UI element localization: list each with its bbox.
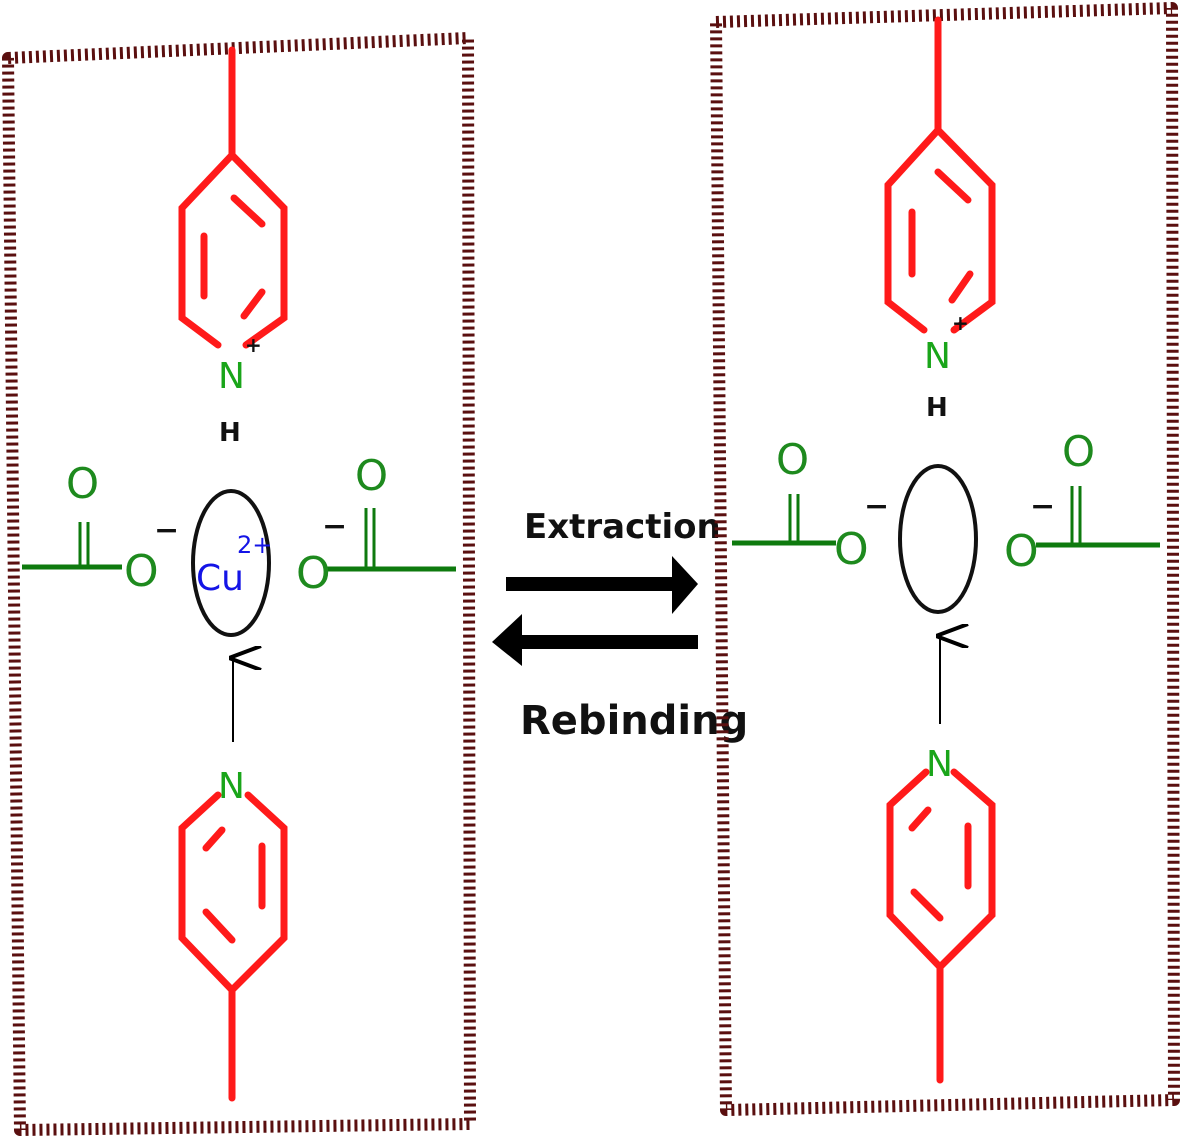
rebinding-label: Rebinding — [520, 698, 748, 744]
copper-charge-label: 2+ — [237, 531, 272, 559]
carboxylate-oxygen-right-left: O — [296, 548, 331, 599]
carbonyl-oxygen-left-left: O — [66, 459, 99, 508]
carboxylate-left-left — [22, 522, 122, 570]
nitrogen-top-right: N — [924, 336, 951, 377]
hydrogen-top-left: H — [219, 418, 241, 448]
copper-ion-label: Cu — [196, 558, 244, 599]
nitrogen-bottom-right: N — [926, 744, 953, 785]
charge-plus-top-left: + — [245, 333, 262, 357]
carboxylate-oxygen-right-right: O — [1004, 526, 1039, 577]
carboxylate-charge-right-left: − — [322, 509, 347, 544]
carboxylate-charge-left-right: − — [864, 489, 889, 524]
carboxylate-oxygen-left-left: O — [124, 546, 159, 597]
nitrogen-top-left: N — [218, 356, 245, 397]
carboxylate-left-right — [732, 494, 836, 546]
carbonyl-oxygen-left-right: O — [776, 435, 809, 484]
forward-arrow-shaft — [506, 577, 674, 591]
carboxylate-oxygen-left-right: O — [834, 524, 869, 575]
polymer-frame-right — [710, 2, 1180, 1116]
reverse-arrow-head — [492, 614, 522, 666]
pyridinium-ring-top-right — [884, 16, 996, 334]
left-panel: N + H O O − Cu 2+ O O − N — [2, 32, 476, 1136]
carboxylate-right-left — [326, 508, 456, 572]
pyridinium-ring-top-left — [178, 46, 288, 349]
carboxylate-charge-left-left: − — [154, 513, 179, 548]
right-panel: N + H O O − O O − N — [710, 2, 1180, 1116]
pyridine-ring-bottom-left — [178, 791, 288, 1102]
cavity-with-cu-left — [191, 489, 271, 637]
carbonyl-oxygen-right-right: O — [1062, 427, 1095, 476]
forward-arrow-head — [672, 556, 698, 614]
polymer-frame-left — [2, 32, 476, 1136]
equilibrium-arrows: Extraction Rebinding — [492, 507, 748, 744]
carboxylate-right-right — [1036, 486, 1160, 548]
pyridine-ring-bottom-right — [886, 768, 996, 1084]
carboxylate-charge-right-right: − — [1030, 489, 1055, 524]
carbonyl-oxygen-right-left: O — [355, 451, 388, 500]
empty-cavity-right — [898, 464, 978, 614]
nitrogen-bottom-left: N — [218, 766, 245, 807]
hydrogen-top-right: H — [926, 393, 948, 423]
extraction-label: Extraction — [524, 507, 721, 547]
charge-plus-top-right: + — [952, 311, 969, 335]
reverse-arrow-shaft — [520, 635, 698, 649]
